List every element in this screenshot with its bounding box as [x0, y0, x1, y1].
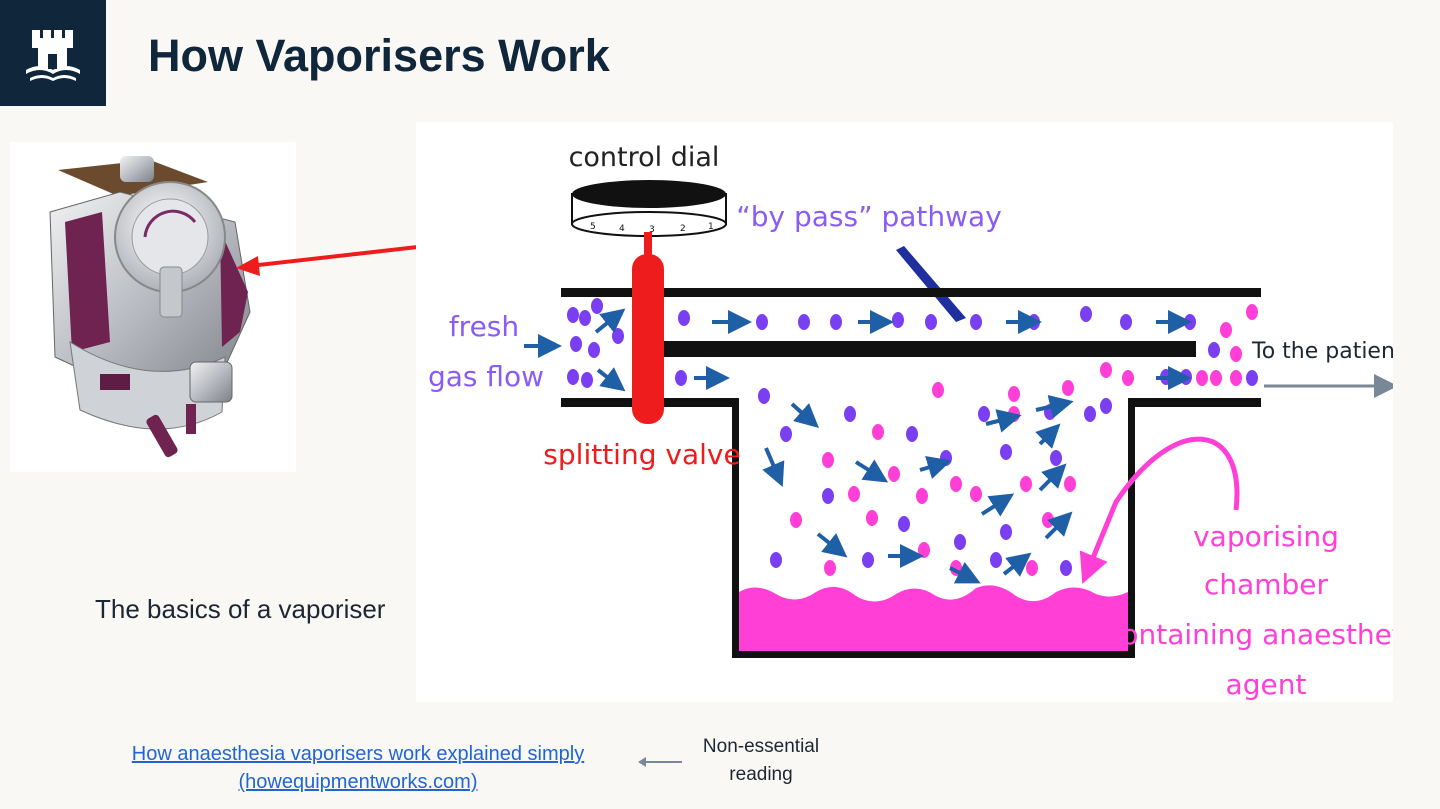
bypass-label: “by pass” pathway [736, 200, 1002, 233]
vaporiser-diagram: control dial 5 4 3 2 1 “by pass” pathway [416, 122, 1426, 702]
slide-caption: The basics of a vaporiser [95, 594, 386, 624]
gas-flow-label: gas flow [428, 360, 544, 393]
bypass-pointer [896, 246, 966, 322]
dial-number: 5 [590, 222, 596, 232]
anaesthetic-liquid [739, 585, 1128, 651]
dial-number: 4 [619, 224, 625, 234]
gas-particles [567, 298, 1258, 576]
castle-icon [26, 30, 80, 81]
chamber-label-line4: agent [1226, 668, 1307, 701]
chamber-label-line1: vaporising [1193, 520, 1339, 553]
page-title: How Vaporisers Work [148, 30, 610, 81]
non-essential-note: Non-essential reading [682, 733, 840, 789]
splitting-valve-label: splitting valve [543, 438, 740, 471]
vaporiser-device-icon [49, 156, 251, 458]
university-logo [0, 0, 106, 106]
control-dial-icon: 5 4 3 2 1 [571, 180, 727, 237]
chamber-label-line3: containing anaesthetic [1106, 618, 1393, 651]
left-arrow-icon [638, 757, 682, 767]
dial-number: 3 [649, 225, 655, 235]
fresh-label: fresh [449, 310, 519, 343]
link-line-1[interactable]: How anaesthesia vaporisers work explaine… [131, 743, 585, 765]
control-dial-label: control dial [569, 142, 720, 173]
note-line-1: Non-essential [702, 736, 820, 757]
to-patient-label: To the patient [1251, 339, 1393, 364]
splitting-valve [632, 232, 664, 424]
note-line-2: reading [729, 764, 793, 785]
link-line-2[interactable]: (howequipmentworks.com) [238, 771, 478, 793]
dial-number: 1 [708, 222, 714, 232]
chamber-label-line2: chamber [1204, 568, 1329, 601]
chamber-pointer [1079, 436, 1240, 584]
flow-arrows [594, 308, 1192, 584]
vaporiser-photo [10, 142, 296, 472]
reference-link[interactable]: How anaesthesia vaporisers work explaine… [84, 740, 632, 796]
dial-number: 2 [680, 224, 686, 234]
